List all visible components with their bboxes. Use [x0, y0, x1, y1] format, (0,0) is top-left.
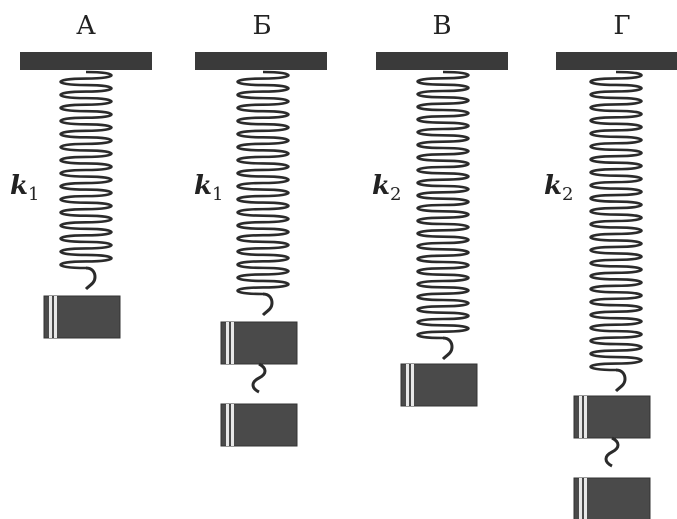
spring-letter-b: k — [194, 171, 212, 201]
hook-b — [261, 292, 274, 317]
weight-d-1-stripe — [584, 396, 587, 438]
spring-letter-a: k — [10, 171, 28, 201]
weight-a-1 — [43, 266, 121, 339]
weight-c-1-stripe — [411, 364, 414, 406]
link-b — [251, 362, 267, 394]
ceiling-d — [556, 52, 677, 70]
spring-index-a: 1 — [28, 184, 39, 205]
weight-b-2-stripe — [231, 404, 234, 446]
hook-c — [441, 336, 454, 361]
weight-a-1 — [43, 295, 121, 339]
weight-a-1-stripe — [54, 296, 57, 338]
spring-constant-label-d: k2 — [544, 171, 573, 205]
panel-label-b: Б — [252, 11, 271, 41]
spring-constant-label-c: k2 — [372, 171, 401, 205]
weight-b-1-stripe — [231, 322, 234, 364]
panel-label-d: Г — [613, 11, 630, 41]
spring-c — [416, 70, 470, 340]
weight-d-2-stripe — [584, 478, 587, 519]
weight-d-1-stripe — [579, 396, 582, 438]
spring-index-d: 2 — [562, 184, 573, 205]
panel-d: Г k2 — [544, 11, 677, 519]
weights-d — [573, 368, 651, 519]
weight-d-1 — [573, 395, 651, 439]
spring-index-b: 1 — [212, 184, 223, 205]
spring-index-c: 2 — [390, 184, 401, 205]
spring-letter-d: k — [544, 171, 562, 201]
weight-b-1-stripe — [226, 322, 229, 364]
weight-c-1 — [400, 363, 478, 407]
ceiling-a — [20, 52, 152, 70]
weights-b — [220, 292, 298, 447]
hook-d — [614, 368, 627, 393]
panel-label-c: В — [432, 11, 451, 41]
spring-b — [236, 70, 290, 296]
weight-a-1-stripe — [49, 296, 52, 338]
link-d — [604, 436, 620, 468]
weight-b-2 — [220, 403, 298, 447]
hook-a — [84, 266, 97, 291]
ceiling-b — [195, 52, 327, 70]
weight-d-2 — [573, 477, 651, 519]
spring-constant-label-a: k1 — [10, 171, 39, 205]
ceiling-c — [376, 52, 508, 70]
weight-b-2-stripe — [226, 404, 229, 446]
weight-d-2-stripe — [579, 478, 582, 519]
panel-label-a: А — [76, 11, 96, 41]
spring-a — [59, 70, 113, 270]
panel-c: В k2 — [372, 11, 508, 407]
panel-b: Б k1 — [194, 11, 327, 447]
weight-c-1-stripe — [406, 364, 409, 406]
spring-d — [589, 70, 643, 372]
weight-c-1 — [400, 336, 478, 407]
panel-a: А k1 — [10, 11, 152, 339]
spring-letter-c: k — [372, 171, 390, 201]
weight-b-1 — [220, 321, 298, 365]
spring-constant-label-b: k1 — [194, 171, 223, 205]
